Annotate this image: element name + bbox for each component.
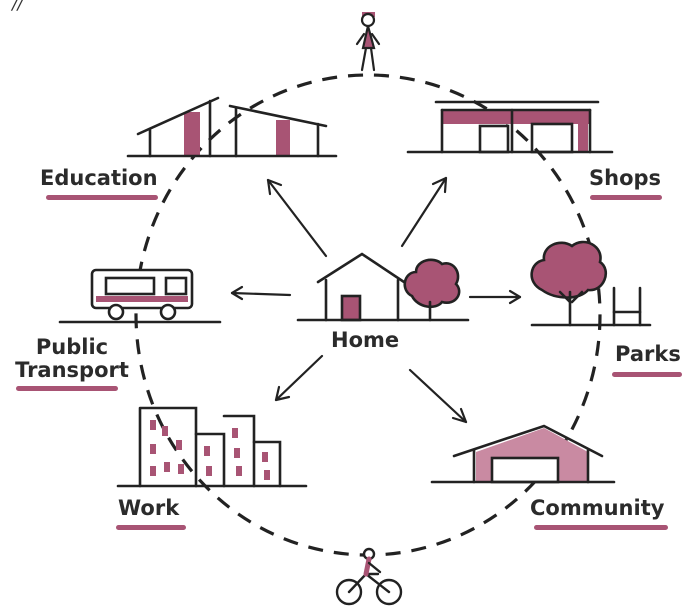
underline-work <box>116 525 186 530</box>
label-public-transport: Public Transport <box>15 335 129 383</box>
label-shops: Shops <box>589 166 662 190</box>
community-hall-icon <box>430 424 616 484</box>
underline-community <box>534 525 668 530</box>
underline-public-transport <box>16 386 118 391</box>
bus-icon <box>58 268 222 324</box>
underline-education <box>46 195 158 200</box>
label-community: Community <box>530 496 665 520</box>
arrow-to-parks <box>468 289 522 305</box>
office-buildings-icon <box>116 406 308 488</box>
school-buildings-icon <box>126 96 338 158</box>
shop-building-icon <box>406 100 614 154</box>
arrow-to-community <box>408 368 468 424</box>
label-home: Home <box>331 328 400 352</box>
underline-shops <box>590 195 662 200</box>
arrow-to-public-transport <box>230 285 292 301</box>
corner-mark: // <box>12 0 23 13</box>
tree-and-swing-icon <box>530 240 652 327</box>
connection-arrows <box>230 176 522 424</box>
cyclist-icon <box>335 547 403 606</box>
label-work: Work <box>118 496 180 520</box>
home-icon <box>296 252 470 322</box>
arrow-to-shops <box>400 176 448 248</box>
arrow-to-education <box>266 178 328 258</box>
label-parks: Parks <box>615 342 681 366</box>
label-education: Education <box>40 166 158 190</box>
arrow-to-work <box>274 354 324 402</box>
underline-parks <box>612 372 682 377</box>
pedestrian-icon <box>355 12 381 72</box>
